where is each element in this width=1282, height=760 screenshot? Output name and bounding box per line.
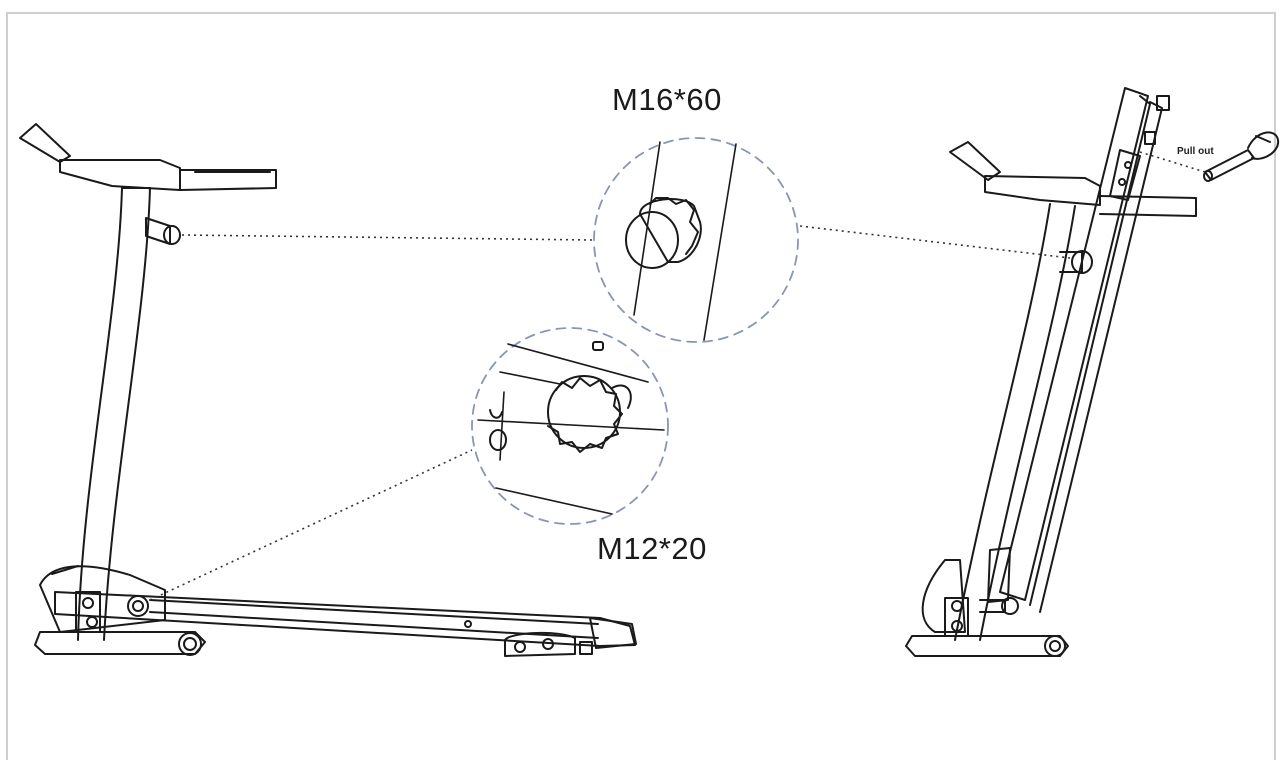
leader-line-top-right bbox=[799, 225, 1071, 259]
knob-m12-icon bbox=[471, 327, 669, 525]
leader-line-top-left bbox=[181, 234, 593, 241]
pull-out-label: Pull out bbox=[1177, 146, 1214, 157]
treadmill-side-view-icon bbox=[19, 123, 637, 657]
diagram-frame bbox=[6, 12, 1276, 760]
knob-label-m12: M12*20 bbox=[597, 531, 707, 566]
treadmill-folded-view-icon bbox=[905, 87, 1197, 657]
leader-lines bbox=[149, 151, 1206, 601]
leader-line-bottom bbox=[149, 449, 473, 601]
knob-label-m16: M16*60 bbox=[612, 82, 722, 117]
pull-pin-icon bbox=[1203, 131, 1280, 182]
knob-m16-icon bbox=[593, 137, 799, 343]
